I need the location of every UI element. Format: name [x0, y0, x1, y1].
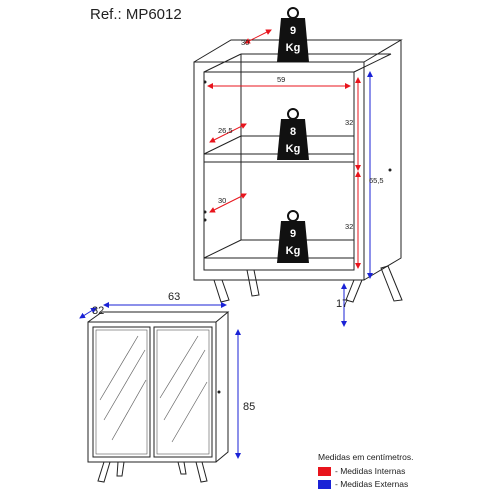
- closed-cabinet-top: [87, 311, 230, 323]
- legend-row-external: - Medidas Externas: [318, 479, 413, 489]
- legend-swatch-external: [318, 479, 331, 489]
- label-inner-width: 59: [277, 75, 285, 84]
- weight-middle-unit: Kg: [286, 143, 301, 155]
- closed-leg-front-left: [97, 461, 111, 483]
- closed-dimension-lines: [79, 302, 241, 459]
- label-leg-height: 17: [336, 298, 348, 310]
- door-left: [92, 326, 151, 458]
- label-top-depth: 30: [241, 38, 249, 47]
- leg-front-left: [213, 279, 230, 303]
- leg-front-right: [345, 279, 363, 303]
- mirror-right: [156, 329, 210, 455]
- label-bottom-depth: 30: [218, 196, 226, 205]
- closed-cabinet: [87, 311, 230, 483]
- weight-icon-middle: 8 Kg: [277, 108, 309, 160]
- legend-swatch-internal: [318, 466, 331, 476]
- label-outer-height: 65,5: [369, 176, 384, 185]
- legend-label-external: - Medidas Externas: [335, 479, 409, 489]
- label-closed-height: 85: [243, 401, 255, 413]
- leg-back-right: [380, 265, 403, 302]
- closed-leg-front-right: [195, 461, 208, 483]
- label-closed-depth: 32: [92, 305, 104, 317]
- closed-leg-back-left: [116, 461, 125, 477]
- reference-code: Ref.: MP6012: [90, 6, 182, 23]
- label-closed-width: 63: [168, 291, 180, 303]
- legend-row-internal: - Medidas Internas: [318, 466, 413, 476]
- legend: Medidas em centímetros. - Medidas Intern…: [318, 452, 413, 489]
- door-right: [153, 326, 213, 458]
- cabinet-right-side: [363, 40, 402, 281]
- closed-cabinet-front: [87, 321, 217, 463]
- closed-leg-back-right: [177, 461, 187, 475]
- weight-bottom-value: 9: [290, 228, 296, 240]
- legend-label-internal: - Medidas Internas: [335, 466, 406, 476]
- leg-back-left: [246, 269, 260, 297]
- label-lower-height: 32: [345, 222, 353, 231]
- weight-top-unit: Kg: [286, 42, 301, 54]
- label-upper-height: 32: [345, 118, 353, 127]
- legend-title: Medidas em centímetros.: [318, 452, 414, 462]
- weight-top-value: 9: [290, 25, 296, 37]
- external-dimension-lines: [341, 71, 373, 327]
- weight-icon-bottom: 9 Kg: [277, 210, 309, 263]
- label-shelf-depth: 26,5: [218, 126, 233, 135]
- closed-cabinet-side: [215, 312, 229, 463]
- internal-dimension-lines: [207, 29, 361, 269]
- weight-middle-value: 8: [290, 126, 296, 138]
- weight-bottom-unit: Kg: [286, 245, 301, 257]
- mirror-left: [95, 329, 148, 455]
- cabinet-top: [193, 39, 403, 63]
- cabinet-opening: [203, 71, 355, 271]
- weight-icon-top: 9 Kg: [277, 7, 309, 62]
